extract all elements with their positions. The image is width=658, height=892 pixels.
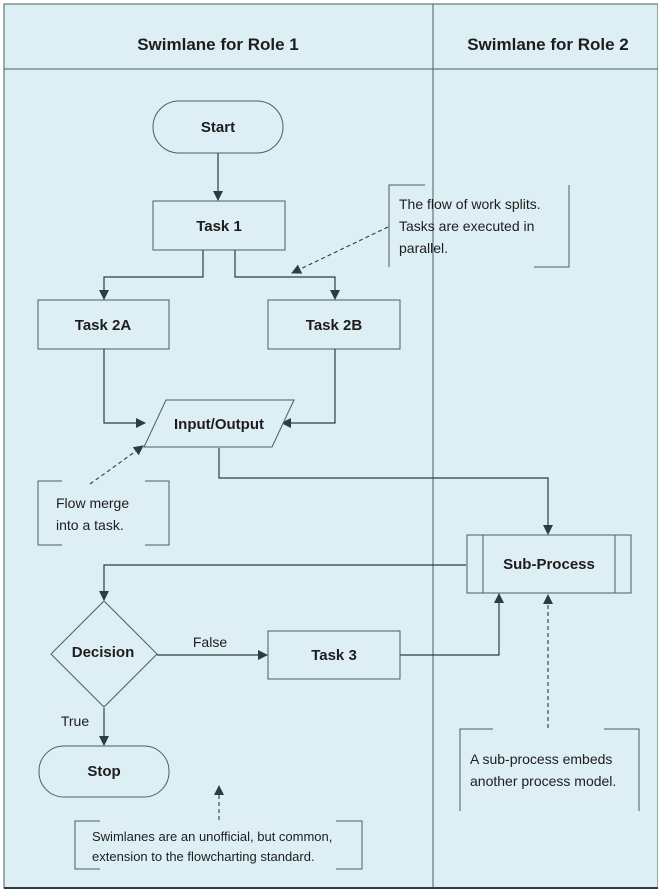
task-2a-node[interactable]: Task 2A bbox=[37, 299, 170, 350]
note-split-line-3: parallel. bbox=[399, 240, 448, 256]
decision-node[interactable]: Decision bbox=[50, 600, 158, 708]
task-2a-label: Task 2A bbox=[75, 317, 132, 334]
sub-process-node[interactable]: Sub-Process bbox=[466, 534, 632, 594]
task-3-label: Task 3 bbox=[311, 647, 357, 664]
false-label: False bbox=[193, 634, 227, 650]
note-swimlane: Swimlanes are an unofficial, but common,… bbox=[74, 820, 363, 870]
flow-connectors bbox=[99, 153, 553, 746]
sub-process-label: Sub-Process bbox=[503, 556, 595, 573]
note-split-bracket-top bbox=[388, 184, 425, 267]
edge-io-subprocess bbox=[218, 448, 553, 535]
task-1-shape bbox=[152, 200, 286, 251]
note-swimlane-bracket-left bbox=[74, 820, 100, 870]
task-3-node[interactable]: Task 3 bbox=[267, 630, 401, 680]
input-output-shape bbox=[143, 399, 295, 448]
input-output-node[interactable]: Input/Output bbox=[143, 399, 295, 448]
note-pointers bbox=[89, 226, 553, 820]
note-subprocess-line-1: A sub-process embeds bbox=[470, 751, 612, 767]
note-split-line-1: The flow of work splits. bbox=[399, 196, 541, 212]
note-merge: Flow merge into a task. bbox=[37, 480, 170, 546]
note-split-bracket-bottom bbox=[534, 185, 570, 268]
note-subprocess-line-2: another process model. bbox=[470, 773, 616, 789]
note-merge-line-1: Flow merge bbox=[56, 495, 129, 511]
stop-node[interactable]: Stop bbox=[38, 745, 170, 798]
note-merge-line-2: into a task. bbox=[56, 517, 124, 533]
edge-task2b-io bbox=[281, 349, 336, 428]
task-2b-label: Task 2B bbox=[306, 317, 363, 334]
note-subprocess-bracket-right bbox=[604, 728, 640, 811]
diagram-background bbox=[3, 3, 658, 889]
task-2b-shape bbox=[267, 299, 401, 350]
pointer-split-note bbox=[291, 226, 389, 274]
pointer-merge-note bbox=[89, 445, 144, 485]
note-subprocess: A sub-process embeds another process mod… bbox=[459, 728, 640, 811]
task-1-node[interactable]: Task 1 bbox=[152, 200, 286, 251]
task-3-shape bbox=[267, 630, 401, 680]
edge-subprocess-decision bbox=[99, 564, 466, 601]
decision-shape bbox=[50, 600, 158, 708]
true-label: True bbox=[61, 713, 89, 729]
task-1-label: Task 1 bbox=[196, 218, 242, 235]
stop-shape bbox=[38, 745, 170, 798]
edge-task2a-io bbox=[103, 349, 146, 428]
edge-task1-task2b bbox=[234, 250, 340, 300]
start-node[interactable]: Start bbox=[152, 100, 284, 154]
note-swimlane-line-1: Swimlanes are an unofficial, but common, bbox=[92, 829, 332, 844]
note-merge-bracket-right bbox=[145, 480, 170, 546]
stop-label: Stop bbox=[87, 763, 120, 780]
lane-title-role-2: Swimlane for Role 2 bbox=[467, 35, 629, 54]
task-2a-shape bbox=[37, 299, 170, 350]
start-label: Start bbox=[201, 119, 235, 136]
edge-task3-subprocess bbox=[400, 593, 504, 656]
note-merge-bracket-left bbox=[37, 480, 62, 546]
note-split-line-2: Tasks are executed in bbox=[399, 218, 534, 234]
decision-label: Decision bbox=[72, 644, 135, 661]
lane-title-role-1: Swimlane for Role 1 bbox=[137, 35, 299, 54]
note-subprocess-bracket-left bbox=[459, 728, 493, 811]
sub-process-shape bbox=[466, 534, 632, 594]
note-swimlane-line-2: extension to the flowcharting standard. bbox=[92, 849, 315, 864]
start-shape bbox=[152, 100, 284, 154]
task-2b-node[interactable]: Task 2B bbox=[267, 299, 401, 350]
note-split: The flow of work splits. Tasks are execu… bbox=[388, 184, 570, 268]
edge-task1-task2a bbox=[99, 250, 204, 300]
note-swimlane-bracket-right bbox=[336, 820, 363, 870]
input-output-label: Input/Output bbox=[174, 416, 264, 433]
